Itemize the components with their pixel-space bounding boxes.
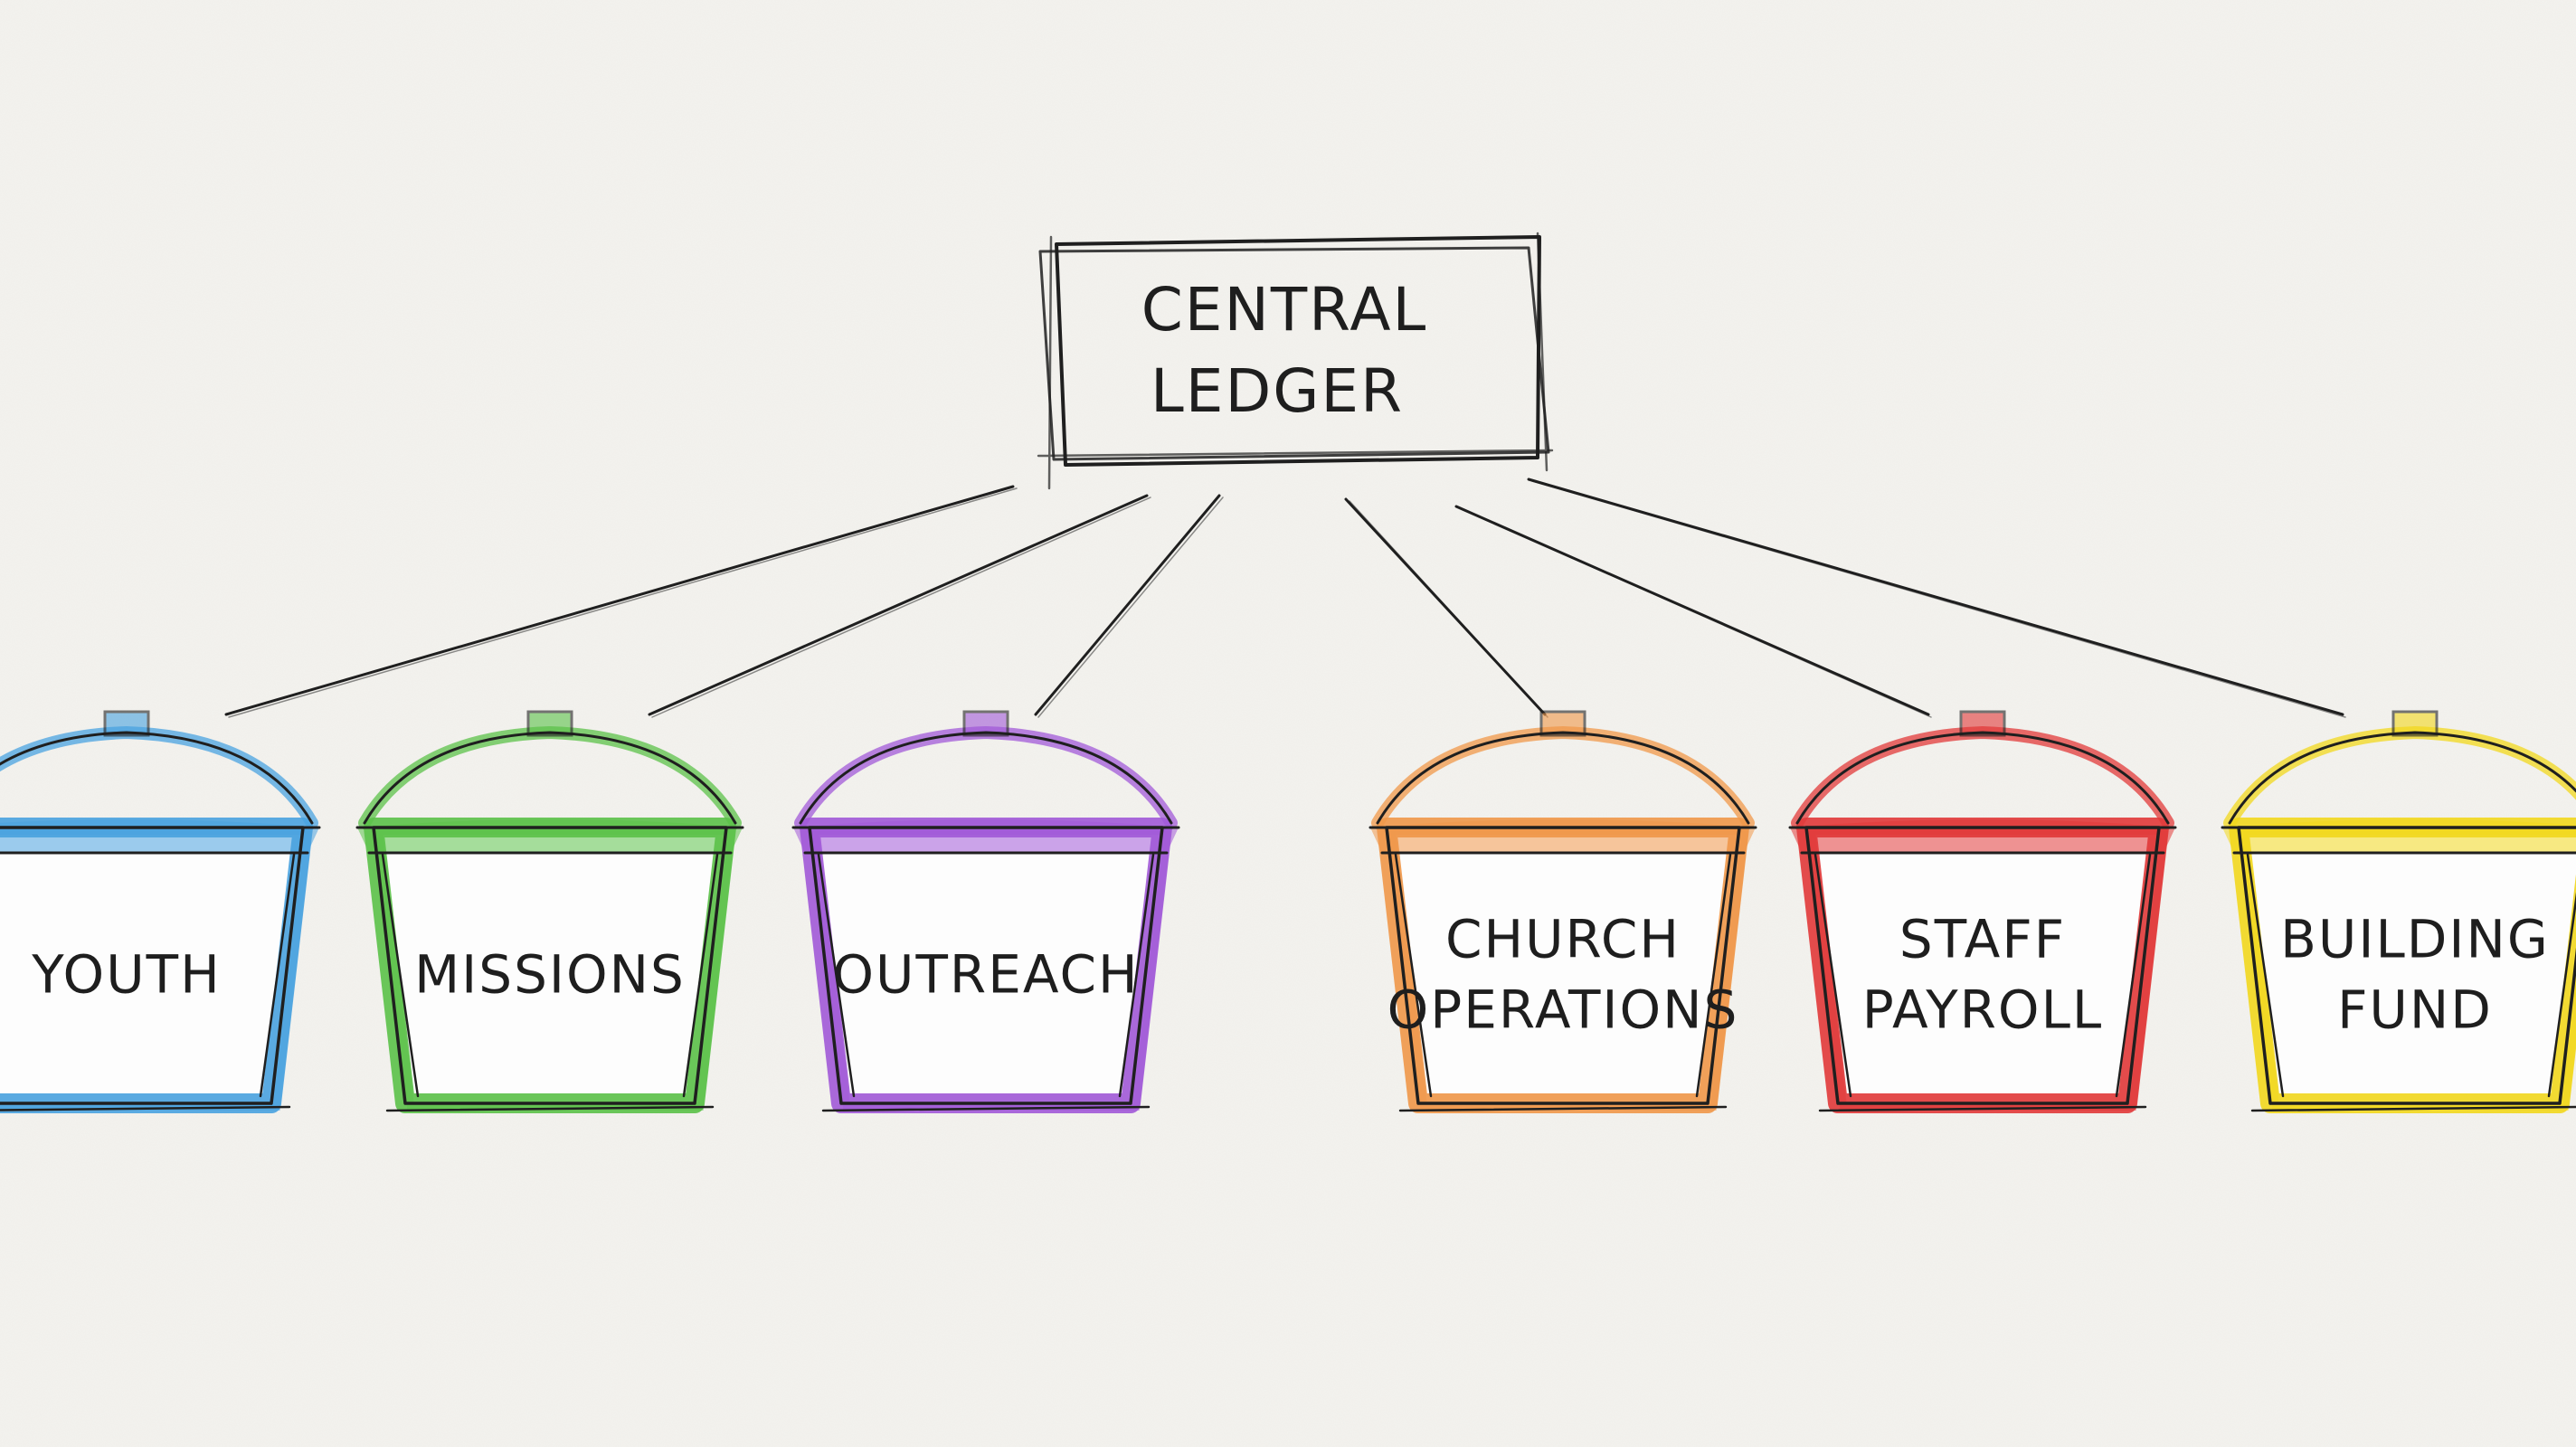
bucket-label-staff-payroll-1: STAFF [1899, 909, 2066, 970]
connector-line-missions [648, 494, 1149, 716]
central-ledger-line-1: CENTRAL [1141, 275, 1428, 345]
connector-line-youth [224, 485, 1015, 716]
central-ledger-box [1055, 235, 1541, 467]
bucket-label-building-fund-2: FUND [2337, 979, 2493, 1041]
bucket-missions: MISSIONS [355, 710, 744, 1113]
bucket-label-building-fund-1: BUILDING [2280, 909, 2550, 970]
bucket-church-operations: CHURCH OPERATIONS [1368, 710, 1757, 1113]
bucket-label-church-operations-1: CHURCH [1445, 909, 1681, 970]
bucket-label-church-operations-2: OPERATIONS [1387, 979, 1739, 1041]
bucket-building-fund: BUILDING FUND [2221, 710, 2576, 1113]
bucket-label-outreach-1: OUTREACH [832, 944, 1139, 1006]
connector-lines [224, 478, 2346, 718]
bucket-youth: YOUTH [0, 710, 321, 1113]
bucket-label-staff-payroll-2: PAYROLL [1862, 979, 2103, 1041]
bucket-label-youth-1: YOUTH [31, 944, 221, 1006]
bucket-outreach: OUTREACH [791, 710, 1180, 1113]
fund-buckets: YOUTH MISSIONS OUTREACH CHURCH OPERATIONS STA… [0, 710, 2576, 1113]
connector-line-building-fund [1527, 478, 2344, 716]
connector-line-outreach [1034, 494, 1221, 716]
central-ledger-line-2: LEDGER [1151, 356, 1404, 426]
central-ledger-node: CENTRAL LEDGER [1037, 232, 1554, 490]
bucket-label-missions-1: MISSIONS [414, 944, 686, 1006]
bucket-staff-payroll: STAFF PAYROLL [1788, 710, 2177, 1113]
